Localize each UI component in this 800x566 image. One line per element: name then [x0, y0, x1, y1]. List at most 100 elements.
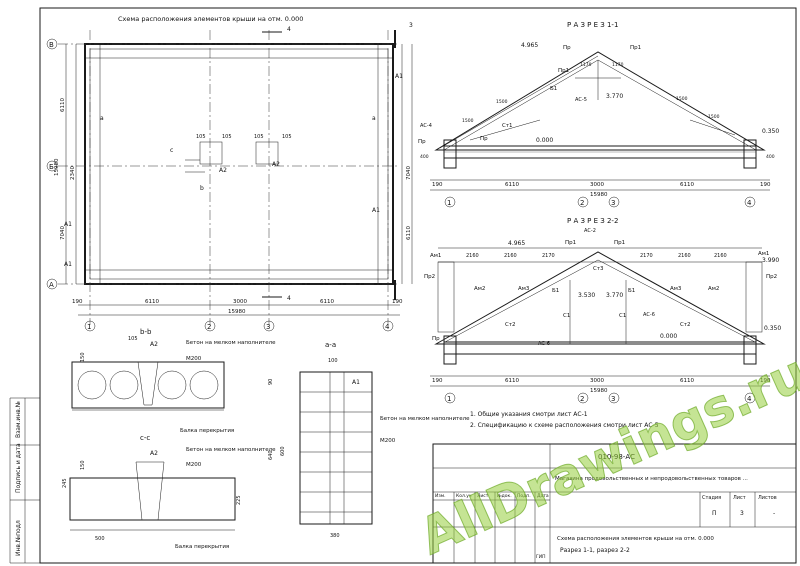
cc-title: c-c [140, 434, 150, 442]
plan-axis-2: 2 [207, 323, 211, 331]
s11-label-pr-3: Пр [480, 136, 488, 142]
plan-axis-a: А [49, 281, 54, 289]
s22-dim-3: 3000 [590, 378, 604, 384]
plan-mark-a2-2: A2 [272, 161, 280, 168]
plan-mark-b: b [200, 185, 204, 192]
stamp-project: Магазина продовольственных и непродоволь… [555, 476, 748, 482]
stamp-col-ndok: №док. [497, 493, 512, 499]
cc-dim-225: 225 [236, 495, 242, 505]
cc-slab [69, 477, 236, 521]
s22-label-pr1-r: Пр1 [614, 240, 625, 246]
cc-callout-2: М200 [186, 462, 202, 468]
plan-mark-a1-1: A1 [395, 73, 403, 80]
s11-dim-5: 190 [760, 182, 771, 188]
stamp-code: 010-98-АС [598, 453, 635, 461]
s11-small-400a: 400 [420, 154, 429, 160]
s11-dim-total: 15980 [590, 192, 608, 198]
s11-title: Р А З Р Е З 1-1 [567, 21, 618, 29]
plan-mark-a1-2: A1 [372, 207, 380, 214]
detail-c-c: c-c A2 Бетон на мелком наполнителе М200 … [62, 434, 276, 550]
stamp-vert-2: Подпись и дата [15, 443, 22, 493]
s11-axis-4: 4 [747, 199, 752, 207]
plan-dim-b-1: 190 [72, 299, 83, 305]
bb-mark: A2 [150, 341, 158, 348]
s11-level-top: 4.965 [521, 42, 538, 49]
bb-slab [71, 361, 225, 409]
bb-callout-2: М200 [186, 356, 202, 362]
plan-dim-105-1: 105 [196, 134, 206, 140]
watermark-main: AllDrawings.ru [411, 344, 800, 566]
s22-level-right2: 0.350 [764, 325, 781, 332]
plan-cut-4-bottom: 4 [287, 295, 291, 302]
s22-level-right: 3.990 [762, 257, 779, 264]
s22-label-pr1-l: Пр1 [565, 240, 576, 246]
s22-dim-1: 190 [432, 378, 443, 384]
s11-level-right: 0.350 [762, 128, 779, 135]
plan-cut-3-top: 3 [409, 22, 413, 29]
s22-axis-4: 4 [747, 395, 752, 403]
plan-mark-a1-4: A1 [64, 261, 72, 268]
plan-cut-4-top: 4 [287, 26, 291, 33]
aa-callout-1: Бетон на мелком наполнителе [380, 416, 470, 422]
s22-axis-2: 2 [580, 395, 584, 403]
s11-label-b1: Б1 [550, 86, 557, 92]
plan-dim-b-2: 6110 [145, 299, 159, 305]
s11-axis-3: 3 [611, 199, 615, 207]
s22-level-mid: 3.530 [578, 292, 595, 299]
stamp-vert-1: Взам.инв.№ [15, 401, 22, 438]
bb-dim-150: 150 [80, 352, 86, 362]
cc-callout-1: Бетон на мелком наполнителе [186, 447, 276, 453]
plan-mark-a-2: a [372, 115, 376, 122]
stamp-p-val: П [712, 510, 717, 517]
s22-label-am3-l: Ам3 [518, 286, 530, 292]
note-1: 1. Общие указания смотри лист АС-1 [470, 411, 588, 418]
s22-dim-total: 15980 [590, 388, 608, 394]
aa-dim-380: 380 [330, 533, 340, 539]
s22-level-top: 4.965 [508, 240, 525, 247]
stamp-col-data: Дата [537, 493, 549, 499]
stamp-list: Лист [733, 495, 746, 501]
plan-axis-b: Б [49, 163, 54, 171]
s22-label-b1-r: Б1 [628, 288, 635, 294]
s22-label-c1-l: С1 [563, 313, 570, 319]
cc-dim-245: 245 [62, 478, 68, 488]
s11-label-pr1-2: Пр1 [558, 68, 569, 74]
s11-dim-4: 6110 [680, 182, 694, 188]
s22-label-pr2-r: Пр2 [766, 274, 777, 280]
plan-dim-total: 15980 [228, 309, 246, 315]
plan-dim-r-1: 6110 [406, 226, 412, 240]
s22-dim-top-5: 2160 [678, 253, 691, 259]
cc-mark: A2 [150, 450, 158, 457]
aa-title: a-a [325, 341, 336, 349]
s22-dim-top-4: 2170 [640, 253, 653, 259]
bb-dim-105a: 105 [128, 336, 138, 342]
stamp-stadiya: Стадия [702, 495, 721, 501]
plan-dim-105-4: 105 [282, 134, 292, 140]
plan-dim-l-2: 2340 [70, 166, 76, 180]
stamp-listov-val: - [773, 510, 775, 517]
s22-label-as2: АС-2 [584, 228, 596, 234]
cc-dim-150: 150 [80, 460, 86, 470]
stamp-sheet-title: Схема расположения элементов крыши на от… [557, 536, 714, 542]
title-block: 010-98-АС Магазина продовольственных и н… [432, 443, 797, 564]
s11-label-st1: Ст1 [502, 123, 513, 129]
detail-b-b: b-b A2 Бетон на мелком наполнителе М200 … [71, 328, 276, 434]
s11-small-6: 1500 [708, 114, 720, 120]
plan-dim-l-1: 6110 [60, 98, 66, 112]
plan-dim-b-5: 190 [392, 299, 403, 305]
s22-label-b1-l: Б1 [552, 288, 559, 294]
s22-label-st2-r: Ст2 [680, 322, 691, 328]
plan-axis-4: 4 [385, 323, 390, 331]
aa-dim-640: 640 [268, 450, 274, 460]
plan-axis-1: 1 [87, 323, 91, 331]
s22-dim-5: 190 [760, 378, 771, 384]
s22-label-st3: Ст3 [593, 266, 604, 272]
section-2-2: Р А З Р Е З 2-2 4.965 3.990 3.530 3.770 … [424, 217, 781, 404]
stamp-listov: Листов [758, 495, 777, 501]
s22-level-zero: 0.000 [660, 333, 677, 340]
stamp-col-kol: Кол.уч [456, 493, 472, 499]
s11-label-pr1-1: Пр1 [630, 45, 641, 51]
s11-label-pr-1: Пр [563, 45, 571, 51]
s22-label-am1-l: Ам1 [430, 253, 441, 259]
plan-axis-v: В [49, 41, 54, 49]
